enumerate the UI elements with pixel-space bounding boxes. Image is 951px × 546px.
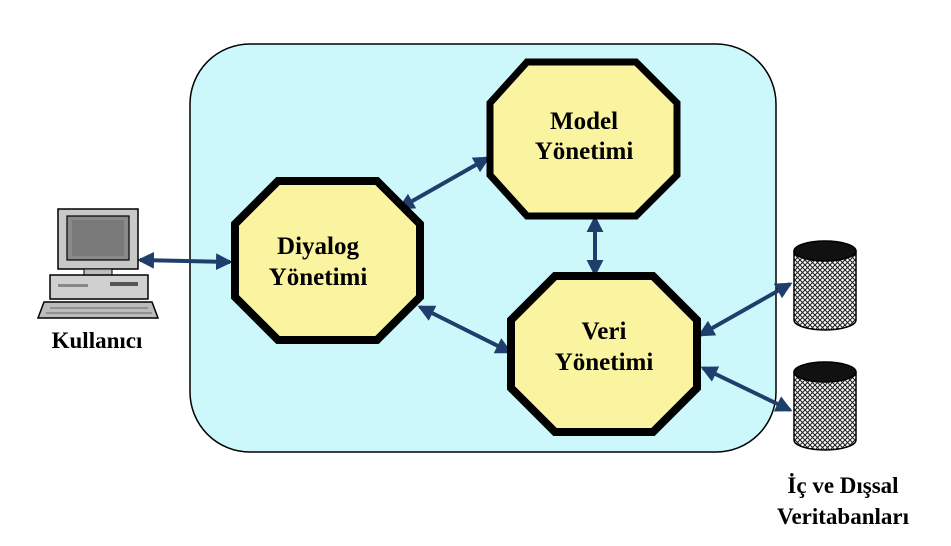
arrow-data-db2	[700, 366, 793, 412]
computer-icon	[36, 208, 160, 319]
octagon-shape	[231, 177, 424, 344]
user-label: Kullanıcı	[52, 328, 143, 353]
node-data-label-2: Yönetimi	[555, 349, 654, 376]
node-data-label: Veri	[582, 318, 627, 345]
octagon-shape	[486, 58, 681, 220]
node-data: Veri Yönetimi	[507, 272, 701, 436]
database-cylinder-icon	[793, 240, 857, 331]
arrow-user-dialog	[137, 251, 233, 271]
node-dialog: Diyalog Yönetimi	[231, 177, 424, 344]
node-model: Model Yönetimi	[486, 58, 681, 220]
arrow-dialog-model	[397, 156, 491, 210]
node-model-label-2: Yönetimi	[535, 138, 634, 165]
node-dialog-label: Diyalog	[277, 233, 359, 260]
arrow-dialog-data	[417, 305, 513, 354]
databases-label: İç ve Dışsal	[787, 473, 898, 498]
node-model-label: Model	[550, 108, 618, 135]
arrow-data-db1	[697, 282, 793, 337]
databases-label-2: Veritabanları	[777, 504, 910, 529]
database-cylinder-icon	[793, 361, 857, 451]
connectors	[137, 156, 793, 412]
octagon-shape	[507, 272, 701, 436]
node-dialog-label-2: Yönetimi	[269, 264, 368, 291]
